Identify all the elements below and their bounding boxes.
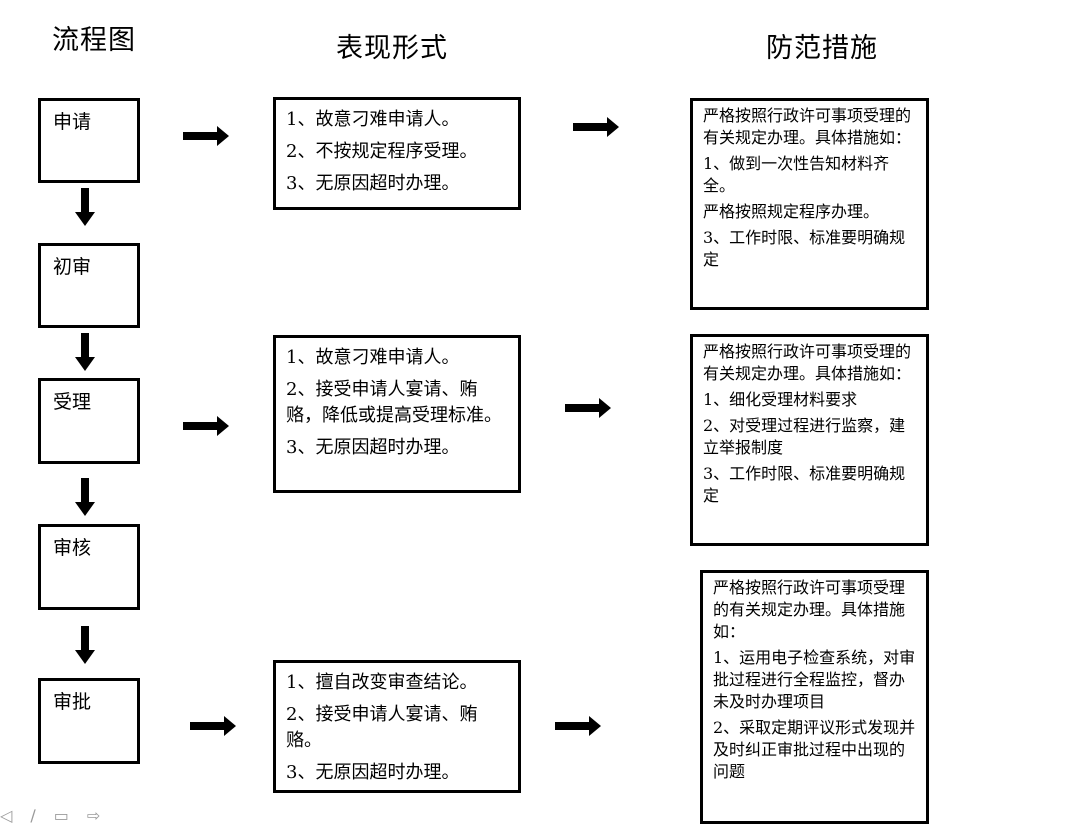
symptom-item: 2、接受申请人宴请、贿赂，降低或提高受理标准。 xyxy=(286,379,502,426)
step-apply-label: 申请 xyxy=(53,111,92,133)
step-approve-label: 审批 xyxy=(53,691,92,713)
symptom-item: 1、擅自改变审查结论。 xyxy=(286,672,478,693)
prevention-item: 严格按照行政许可事项受理的有关规定办理。具体措施如： xyxy=(713,578,906,641)
symptoms-apply-box: 1、故意刁难申请人。 2、不按规定程序受理。 3、无原因超时办理。 xyxy=(273,97,521,210)
arrow-right-apply xyxy=(183,126,229,146)
symptom-item: 2、接受申请人宴请、贿赂。 xyxy=(286,704,478,751)
prevention-accept-box: 严格按照行政许可事项受理的有关规定办理。具体措施如： 1、细化受理材料要求 2、… xyxy=(690,334,929,546)
prevention-item: 2、采取定期评议形式发现并及时纠正审批过程中出现的问题 xyxy=(713,718,916,781)
step-accept: 受理 xyxy=(38,378,140,464)
step-preliminary-review: 初审 xyxy=(38,243,140,328)
arrow-right-approve xyxy=(190,716,236,736)
prevention-apply-box: 严格按照行政许可事项受理的有关规定办理。具体措施如： 1、做到一次性告知材料齐全… xyxy=(690,98,929,310)
symptom-item: 2、不按规定程序受理。 xyxy=(286,141,478,162)
prevention-item: 1、细化受理材料要求 xyxy=(703,390,858,409)
prevention-approve-box: 严格按照行政许可事项受理的有关规定办理。具体措施如： 1、运用电子检查系统，对审… xyxy=(700,570,929,824)
prevention-item: 3、工作时限、标准要明确规定 xyxy=(703,228,906,269)
arrow-down-4 xyxy=(75,626,95,664)
symptoms-accept-box: 1、故意刁难申请人。 2、接受申请人宴请、贿赂，降低或提高受理标准。 3、无原因… xyxy=(273,335,521,493)
arrow-right-accept xyxy=(183,416,229,436)
prevention-item: 3、工作时限、标准要明确规定 xyxy=(703,464,906,505)
arrow-right-prevention-3 xyxy=(555,716,601,736)
next-icon[interactable]: ⇨ xyxy=(86,806,101,825)
arrow-down-2 xyxy=(75,333,95,371)
symptoms-approve-box: 1、擅自改变审查结论。 2、接受申请人宴请、贿赂。 3、无原因超时办理。 xyxy=(273,660,521,793)
arrow-down-3 xyxy=(75,478,95,516)
symptom-item: 3、无原因超时办理。 xyxy=(286,173,460,194)
step-approve: 审批 xyxy=(38,678,140,764)
prevention-item: 严格按照行政许可事项受理的有关规定办理。具体措施如： xyxy=(703,342,912,383)
prevention-item: 严格按照行政许可事项受理的有关规定办理。具体措施如： xyxy=(703,106,912,147)
step-examine: 审核 xyxy=(38,524,140,610)
step-examine-label: 审核 xyxy=(53,537,92,559)
slideshow-toolbar: ◁ ∕ ▭ ⇨ xyxy=(0,806,100,825)
menu-icon[interactable]: ▭ xyxy=(53,806,69,825)
arrow-down-1 xyxy=(75,188,95,226)
pen-icon[interactable]: ∕ xyxy=(30,806,36,825)
prevention-item: 1、做到一次性告知材料齐全。 xyxy=(703,154,890,195)
step-preliminary-review-label: 初审 xyxy=(53,256,92,278)
arrow-right-prevention-1 xyxy=(573,117,619,137)
symptom-item: 1、故意刁难申请人。 xyxy=(286,109,460,130)
arrow-right-prevention-2 xyxy=(565,398,611,418)
prev-icon[interactable]: ◁ xyxy=(0,806,13,825)
step-accept-label: 受理 xyxy=(53,391,92,413)
prevention-item: 2、对受理过程进行监察，建立举报制度 xyxy=(703,416,906,457)
prevention-item: 1、运用电子检查系统，对审批过程进行全程监控，督办未及时办理项目 xyxy=(713,648,916,711)
symptom-item: 1、故意刁难申请人。 xyxy=(286,347,460,368)
symptom-item: 3、无原因超时办理。 xyxy=(286,437,460,458)
header-flowchart: 流程图 xyxy=(52,25,136,56)
symptom-item: 3、无原因超时办理。 xyxy=(286,762,460,783)
prevention-item: 严格按照规定程序办理。 xyxy=(703,202,880,221)
step-apply: 申请 xyxy=(38,98,140,183)
header-prevention: 防范措施 xyxy=(766,33,878,64)
header-symptoms: 表现形式 xyxy=(336,33,448,64)
